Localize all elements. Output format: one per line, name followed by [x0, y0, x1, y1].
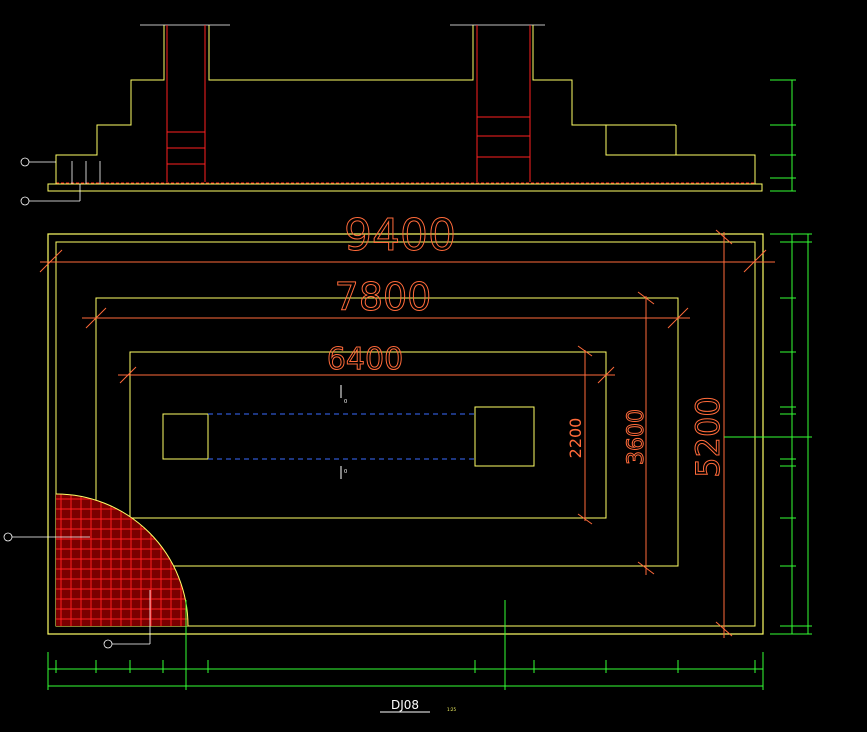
- plan-section-mark-bottom-label: 0: [344, 469, 347, 475]
- callout-2-circle-plan: [103, 639, 113, 649]
- section-base-slab: [47, 183, 763, 192]
- dim-mid-width: [82, 307, 690, 329]
- plan-rebar-mesh: [56, 494, 188, 626]
- section-right-dimension: [770, 79, 796, 192]
- section-view: [20, 24, 796, 206]
- plan-right-dimension-chain: [724, 233, 812, 635]
- dim-mid-width-text: 7800: [335, 275, 432, 319]
- dim-mid-height-text: 3600: [624, 409, 649, 465]
- dim-mid-height: [637, 291, 655, 575]
- callout-1-circle-plan: [3, 532, 13, 542]
- drawing-title: DJ08: [391, 698, 419, 712]
- plan-rebar-mesh-arc: [55, 493, 189, 627]
- plan-outer-rect: [47, 233, 764, 635]
- section-right-column: [532, 25, 756, 184]
- dim-inner-width: [118, 366, 615, 384]
- section-left-column-right: [208, 25, 474, 81]
- plan-left-column: [162, 413, 209, 460]
- plan-mid-rect: [95, 297, 679, 567]
- dim-outer-width: [39, 249, 775, 273]
- dim-inner-height: [577, 345, 593, 525]
- section-left-steps: [55, 25, 165, 184]
- dim-inner-width-text: 6400: [327, 342, 403, 377]
- callout-1-circle-top: [20, 157, 30, 167]
- callout-2-circle-top: [20, 196, 30, 206]
- plan-section-mark-top-label: 0: [344, 399, 347, 405]
- dim-outer-width-text: 9400: [344, 210, 456, 261]
- plan-outer-inner-rect: [55, 241, 756, 627]
- plan-view: 0 0: [3, 210, 812, 713]
- dim-outer-height-text: 5200: [689, 396, 727, 477]
- plan-inner-rect: [129, 351, 607, 519]
- dim-inner-height-text: 2200: [566, 418, 585, 459]
- plan-right-column: [474, 406, 535, 467]
- dim-outer-height: [715, 229, 733, 638]
- drawing-scale: 1:25: [447, 707, 456, 712]
- plan-bottom-dimension-chain: [47, 600, 764, 690]
